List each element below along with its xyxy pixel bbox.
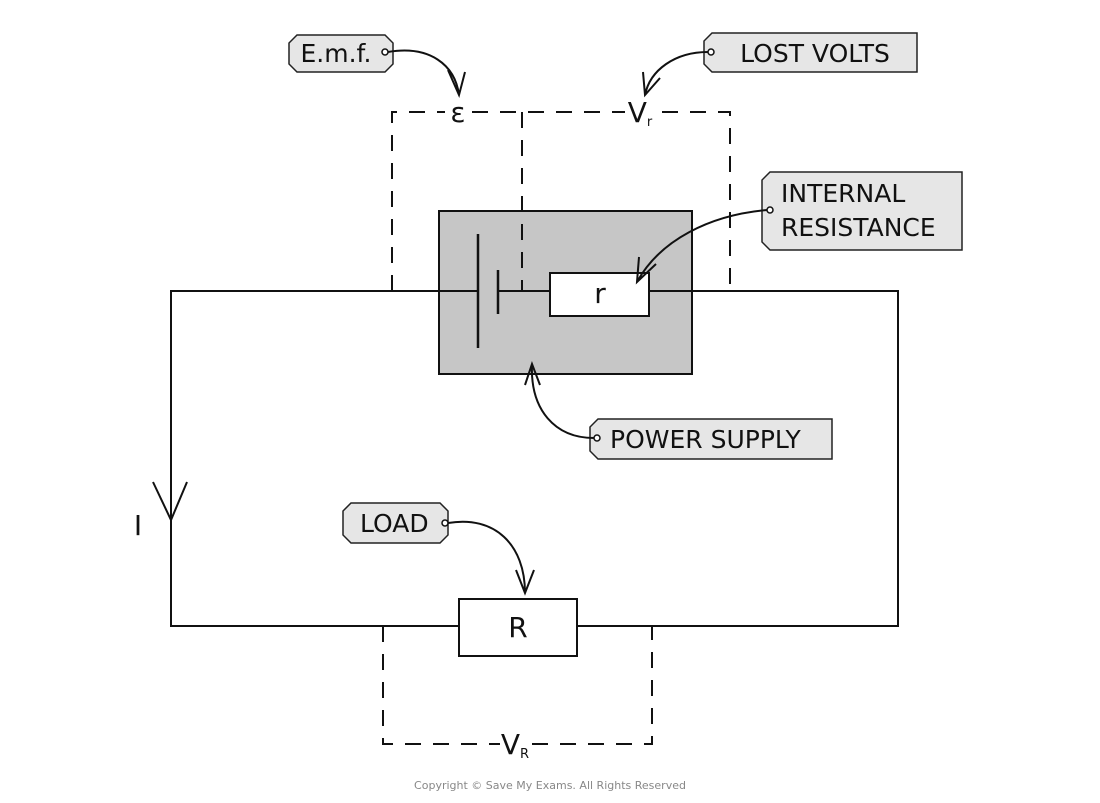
- load-tag: LOAD: [342, 502, 535, 596]
- load-resistor: [458, 598, 578, 657]
- circuit-wire: [170, 290, 899, 627]
- internal-resistor: [549, 272, 650, 317]
- copyright: Copyright © Save My Exams. All Rights Re…: [414, 779, 686, 792]
- internal-resistance-tag: INTERNAL RESISTANCE: [635, 171, 963, 285]
- svg-text:E.m.f.: E.m.f.: [301, 39, 372, 68]
- emf-symbol: ε: [450, 96, 465, 129]
- internal-resistor-symbol: r: [594, 277, 606, 310]
- svg-text:INTERNAL: INTERNAL: [781, 179, 905, 208]
- load-resistor-symbol: R: [508, 611, 527, 644]
- current-arrow-icon: [152, 481, 188, 523]
- current-symbol: I: [134, 509, 142, 542]
- emf-dashed-bracket: [391, 111, 731, 291]
- svg-text:RESISTANCE: RESISTANCE: [781, 213, 936, 242]
- load-voltage-symbol: VR: [501, 728, 529, 762]
- svg-text:LOST VOLTS: LOST VOLTS: [740, 39, 890, 68]
- lost-volts-tag: LOST VOLTS: [642, 32, 918, 98]
- emf-tag: E.m.f.: [288, 34, 466, 99]
- svg-text:POWER SUPPLY: POWER SUPPLY: [610, 425, 802, 454]
- lost-volts-symbol: Vr: [628, 96, 653, 130]
- svg-text:LOAD: LOAD: [360, 509, 429, 538]
- load-voltage-dashed-bracket: [382, 626, 653, 745]
- power-supply-tag: POWER SUPPLY: [524, 361, 833, 460]
